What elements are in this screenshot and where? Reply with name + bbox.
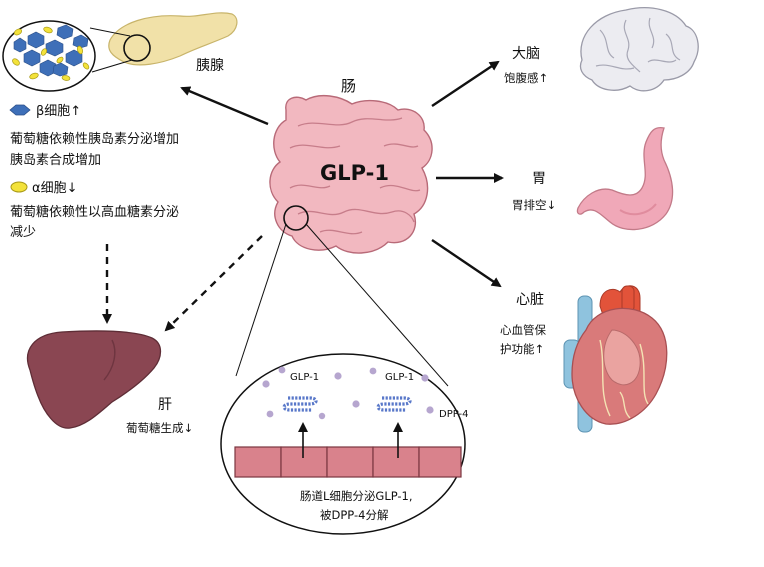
liver-effect: 葡萄糖生成↓ (126, 421, 193, 435)
pancreas-label: 胰腺 (196, 58, 224, 74)
arrow-to-pancreas (180, 86, 269, 126)
arrows (102, 60, 504, 332)
arrow-to-heart (431, 239, 502, 288)
stomach-label: 胃 (532, 171, 546, 187)
brain-illustration (579, 7, 699, 92)
beta-cell-icon (9, 104, 31, 116)
stomach-effect: 胃排空↓ (512, 198, 556, 212)
arrow-to-liver-dashed (164, 235, 263, 332)
intestine-zoom-circle (283, 205, 309, 231)
alpha-cell-label: α细胞↓ (32, 181, 77, 196)
brain-effect: 饱腹感↑ (504, 71, 548, 85)
beta-effect-line1: 葡萄糖依赖性胰岛素分泌增加 (10, 131, 179, 147)
inset-dpp4-label: DPP-4 (439, 409, 469, 420)
alpha-effect-line2: 减少 (10, 225, 36, 240)
beta-cell-label: β细胞↑ (36, 104, 81, 119)
intestine-label: 肠 (341, 77, 356, 95)
liver-label: 肝 (158, 397, 172, 413)
heart-effect-line1: 心血管保 (500, 323, 546, 337)
inset-glp1-right-label: GLP-1 (385, 372, 414, 383)
beta-effect-line2: 胰岛素合成增加 (10, 152, 101, 168)
stomach-illustration (576, 126, 674, 231)
inset-caption-line2: 被DPP-4分解 (320, 508, 389, 522)
alpha-effect-line1: 葡萄糖依赖性以高血糖素分泌 (10, 204, 179, 220)
intestinal-cells (234, 446, 462, 478)
inset-glp1-left-label: GLP-1 (290, 372, 319, 383)
brain-label: 大脑 (512, 46, 540, 62)
heart-effect-line2: 护功能↑ (500, 342, 544, 356)
heart-label: 心脏 (516, 292, 544, 308)
pancreas-illustration (89, 12, 238, 73)
pancreas-zoom-circle (123, 34, 151, 62)
inset-caption-line1: 肠道L细胞分泌GLP-1, (300, 489, 413, 503)
heart-illustration (563, 285, 668, 433)
glp1-label: GLP-1 (320, 161, 389, 185)
intestine-illustration (269, 94, 433, 254)
liver-illustration (26, 330, 162, 429)
islet-inset (2, 20, 96, 92)
lcell-inset (220, 223, 466, 535)
arrow-to-brain (431, 60, 500, 107)
glp1-chains (282, 396, 412, 412)
dpp4-dots (262, 366, 434, 420)
alpha-cell-icon (10, 181, 28, 193)
